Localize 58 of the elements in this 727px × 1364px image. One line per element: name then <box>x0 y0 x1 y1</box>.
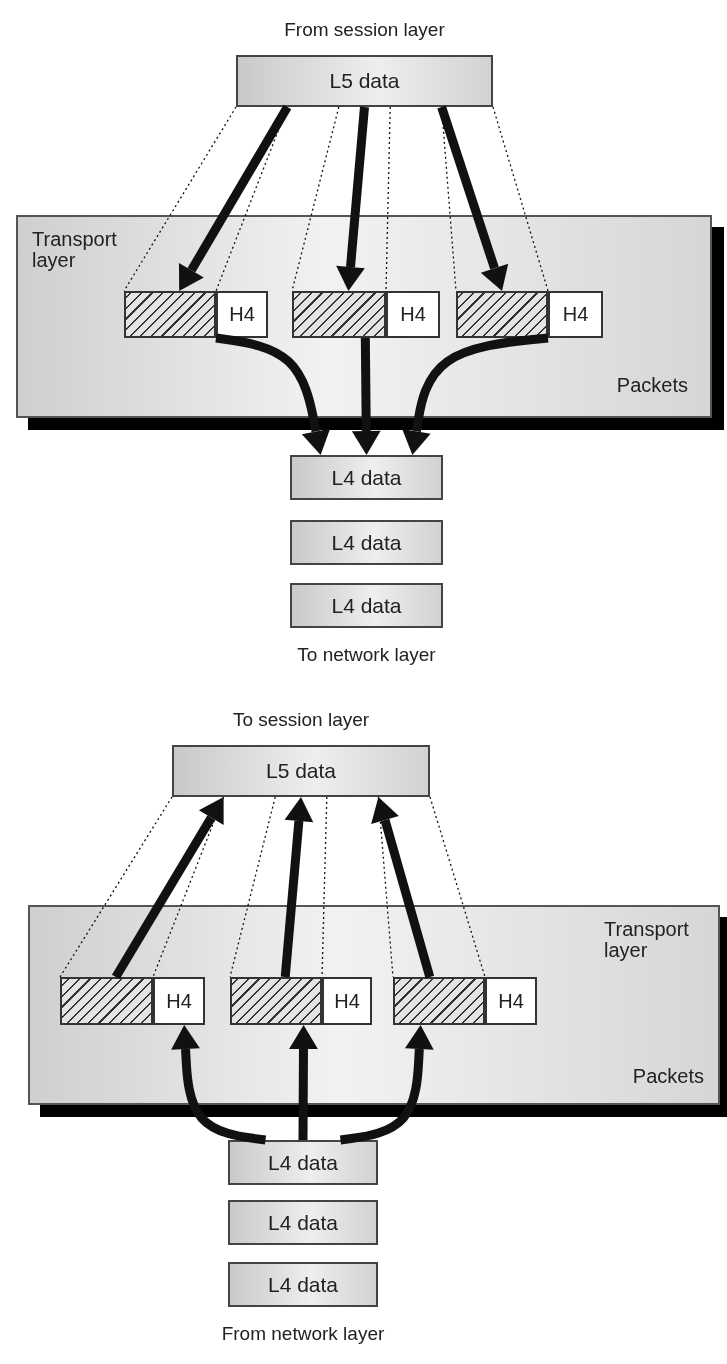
box-label: L4 data <box>331 465 402 490</box>
curved-arrow <box>339 1025 434 1145</box>
data-box <box>290 455 443 500</box>
curved-arrow <box>171 1025 267 1145</box>
arrow <box>111 797 224 980</box>
payload-segment <box>60 977 153 1025</box>
dotted-line <box>152 796 225 978</box>
arrow <box>289 1025 318 1141</box>
arrow <box>178 104 292 291</box>
box-label: L4 data <box>331 593 402 618</box>
layer-caption: From session layer <box>283 19 446 41</box>
data-box <box>228 1140 378 1185</box>
payload-segment <box>230 977 322 1025</box>
data-box <box>290 520 443 565</box>
dotted-line <box>377 796 394 978</box>
box-label: H4 <box>229 303 255 326</box>
packets-label: Packets <box>632 1066 704 1087</box>
header-segment <box>548 291 603 338</box>
box-label: L4 data <box>331 530 402 555</box>
header-segment <box>216 291 268 338</box>
layer-caption: From network layer <box>220 1323 386 1345</box>
box-label: L4 data <box>267 1150 339 1175</box>
box-label: L4 data <box>267 1272 339 1297</box>
header-segment <box>153 977 205 1025</box>
layer-label: Transport layer <box>32 229 118 271</box>
box-label: H4 <box>166 989 192 1013</box>
dotted-line <box>492 106 549 292</box>
dotted-line <box>229 796 276 978</box>
layer-label: Transport layer <box>604 919 690 961</box>
box-label: H4 <box>334 989 360 1013</box>
packets-label: Packets <box>616 375 688 396</box>
data-box <box>228 1200 378 1245</box>
box-label: L4 data <box>267 1210 339 1235</box>
box-label: H4 <box>562 303 589 326</box>
dotted-line <box>59 796 173 978</box>
curved-arrow <box>402 333 549 455</box>
layer-caption: To session layer <box>231 709 371 731</box>
payload-segment <box>124 291 216 338</box>
box-label: L5 data <box>329 69 400 93</box>
header-segment <box>322 977 372 1025</box>
arrow <box>351 337 381 455</box>
layer-caption: To network layer <box>296 644 437 666</box>
box-label: H4 <box>400 303 426 326</box>
arrow <box>437 105 509 291</box>
box-label: L5 data <box>265 759 337 783</box>
arrow <box>280 797 314 978</box>
arrow <box>371 797 435 979</box>
box-label: H4 <box>498 989 524 1013</box>
curved-arrow <box>215 333 331 455</box>
arrow <box>336 106 369 291</box>
dotted-line <box>215 106 289 292</box>
header-segment <box>485 977 537 1025</box>
payload-segment <box>292 291 386 338</box>
payload-segment <box>456 291 548 338</box>
dotted-line <box>429 796 486 978</box>
header-segment <box>386 291 440 338</box>
payload-segment <box>393 977 485 1025</box>
dotted-line <box>385 106 391 292</box>
